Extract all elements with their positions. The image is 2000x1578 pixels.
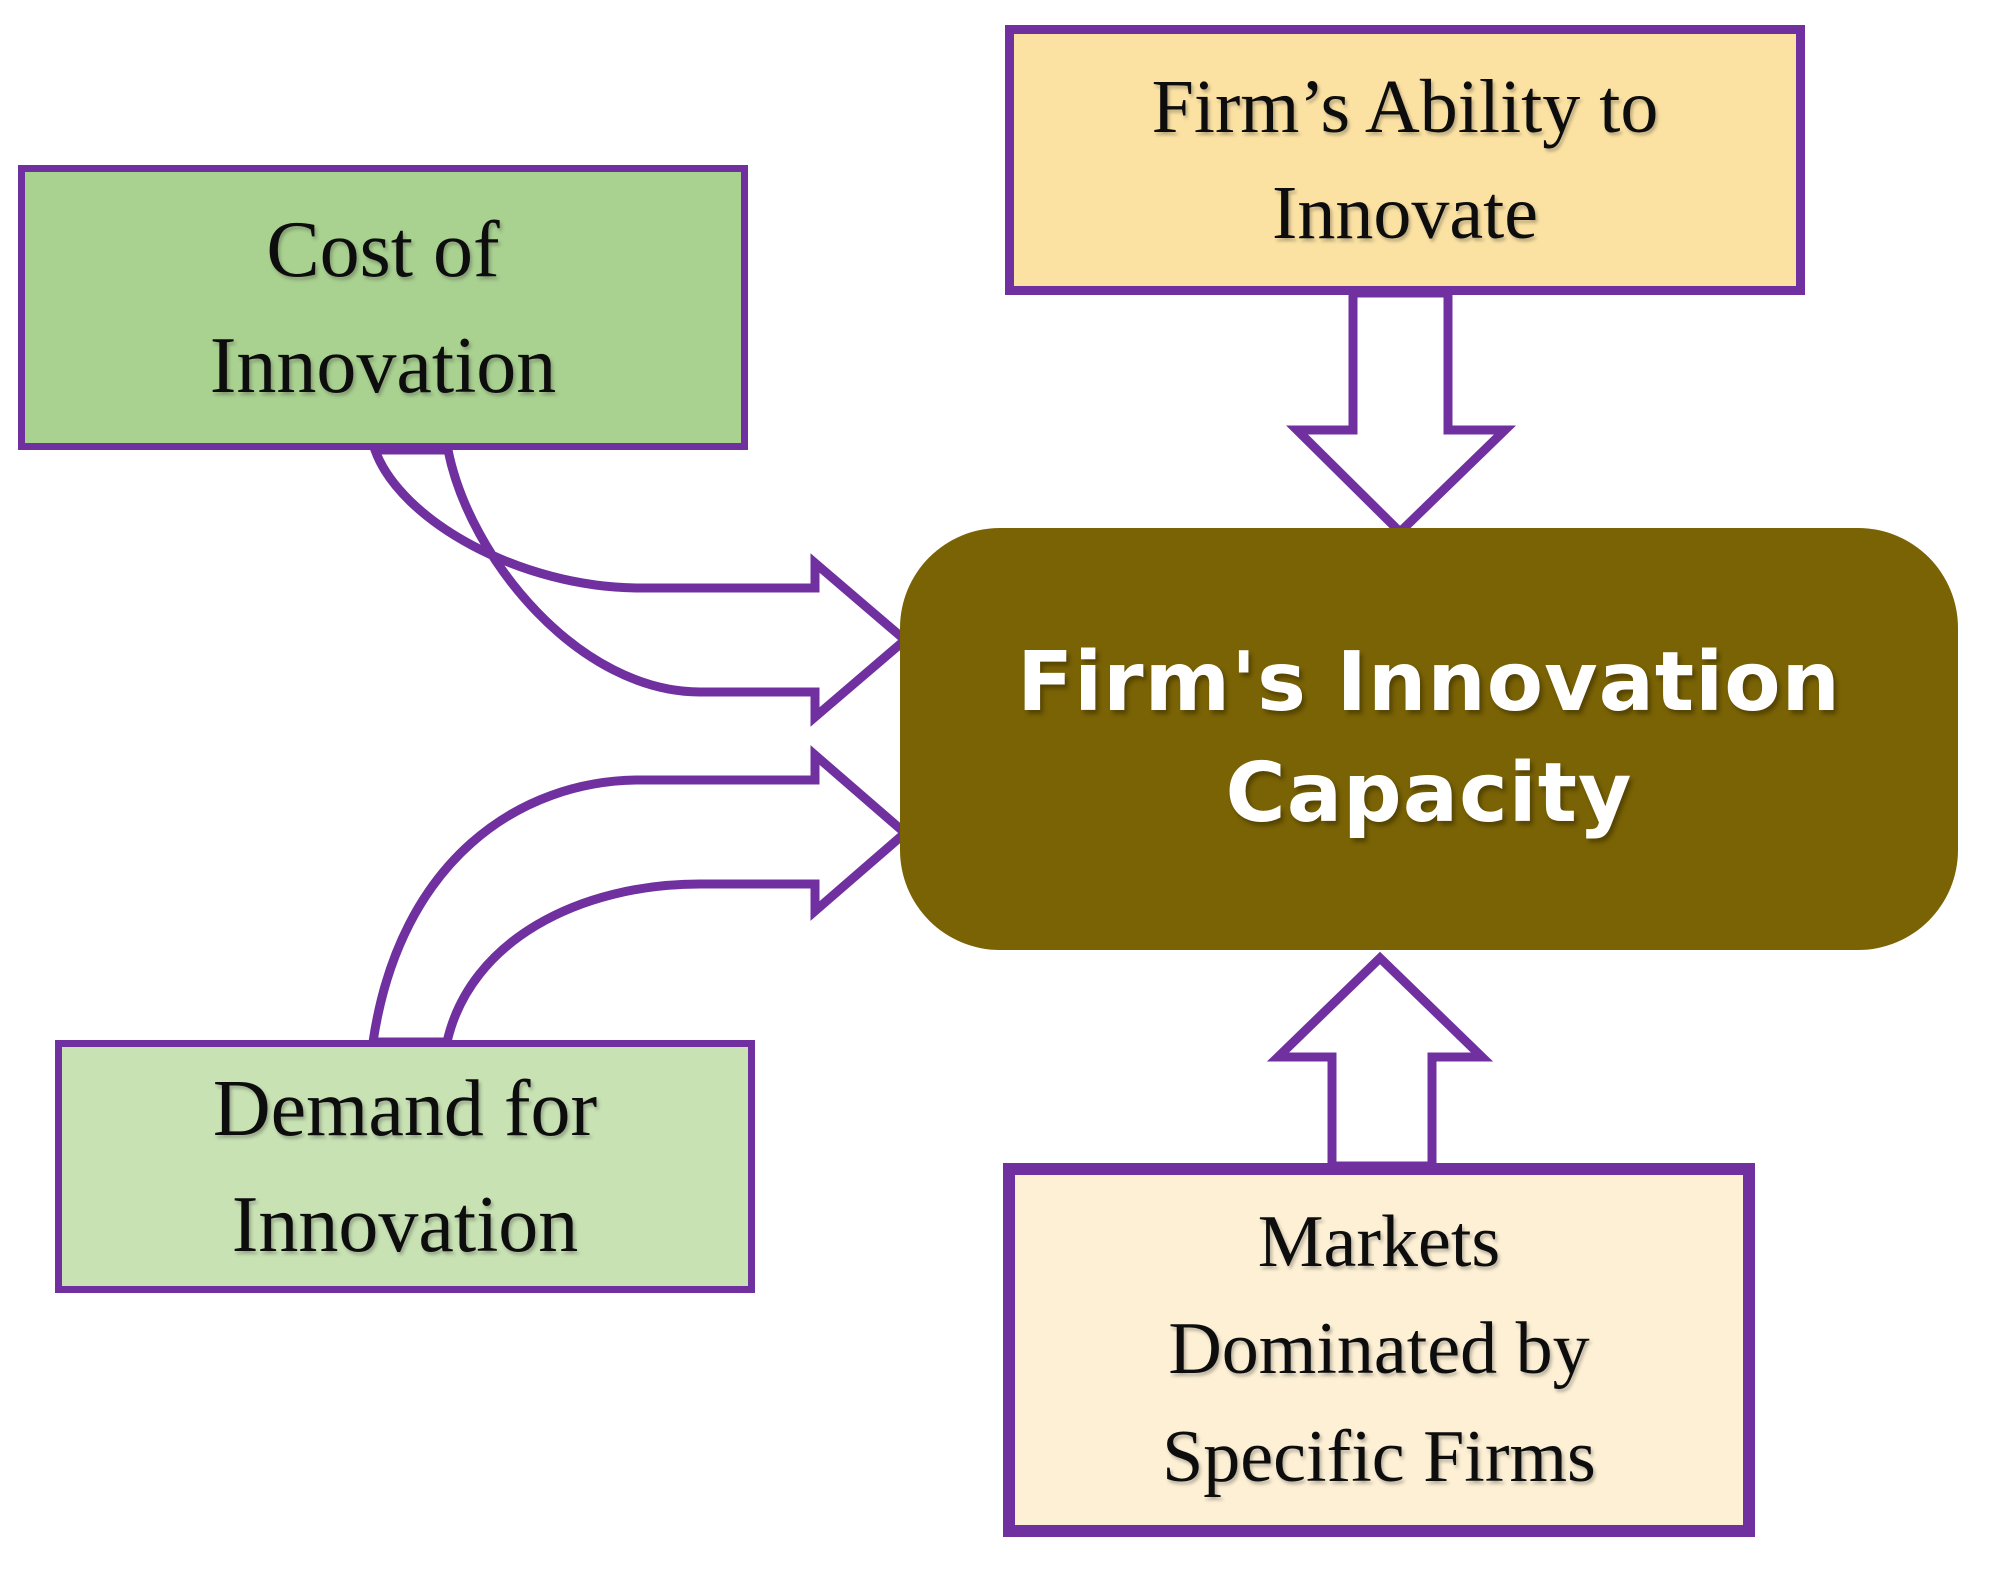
node-firms-innovation-capacity: Firm's Innovation Capacity [900, 528, 1958, 950]
node-cost-of-innovation-label: Cost of Innovation [209, 205, 557, 410]
node-demand-for-innovation-label: Demand for Innovation [212, 1064, 598, 1269]
arrow-demand-to-capacity [367, 745, 912, 1047]
node-firms-ability-to-innovate: Firm’s Ability to Innovate [1005, 25, 1805, 295]
node-markets-dominated-by-specific-firms-label: Markets Dominated by Specific Firms [1162, 1201, 1596, 1498]
node-firms-innovation-capacity-label: Firm's Innovation Capacity [1017, 635, 1841, 841]
arrow-markets-to-capacity [1266, 951, 1494, 1171]
node-demand-for-innovation: Demand for Innovation [55, 1040, 755, 1293]
arrow-cost-to-capacity [368, 445, 912, 727]
arrow-ability-to-capacity [1286, 288, 1517, 539]
node-cost-of-innovation: Cost of Innovation [18, 165, 748, 450]
node-markets-dominated-by-specific-firms: Markets Dominated by Specific Firms [1003, 1163, 1755, 1537]
node-firms-ability-to-innovate-label: Firm’s Ability to Innovate [1151, 64, 1659, 255]
